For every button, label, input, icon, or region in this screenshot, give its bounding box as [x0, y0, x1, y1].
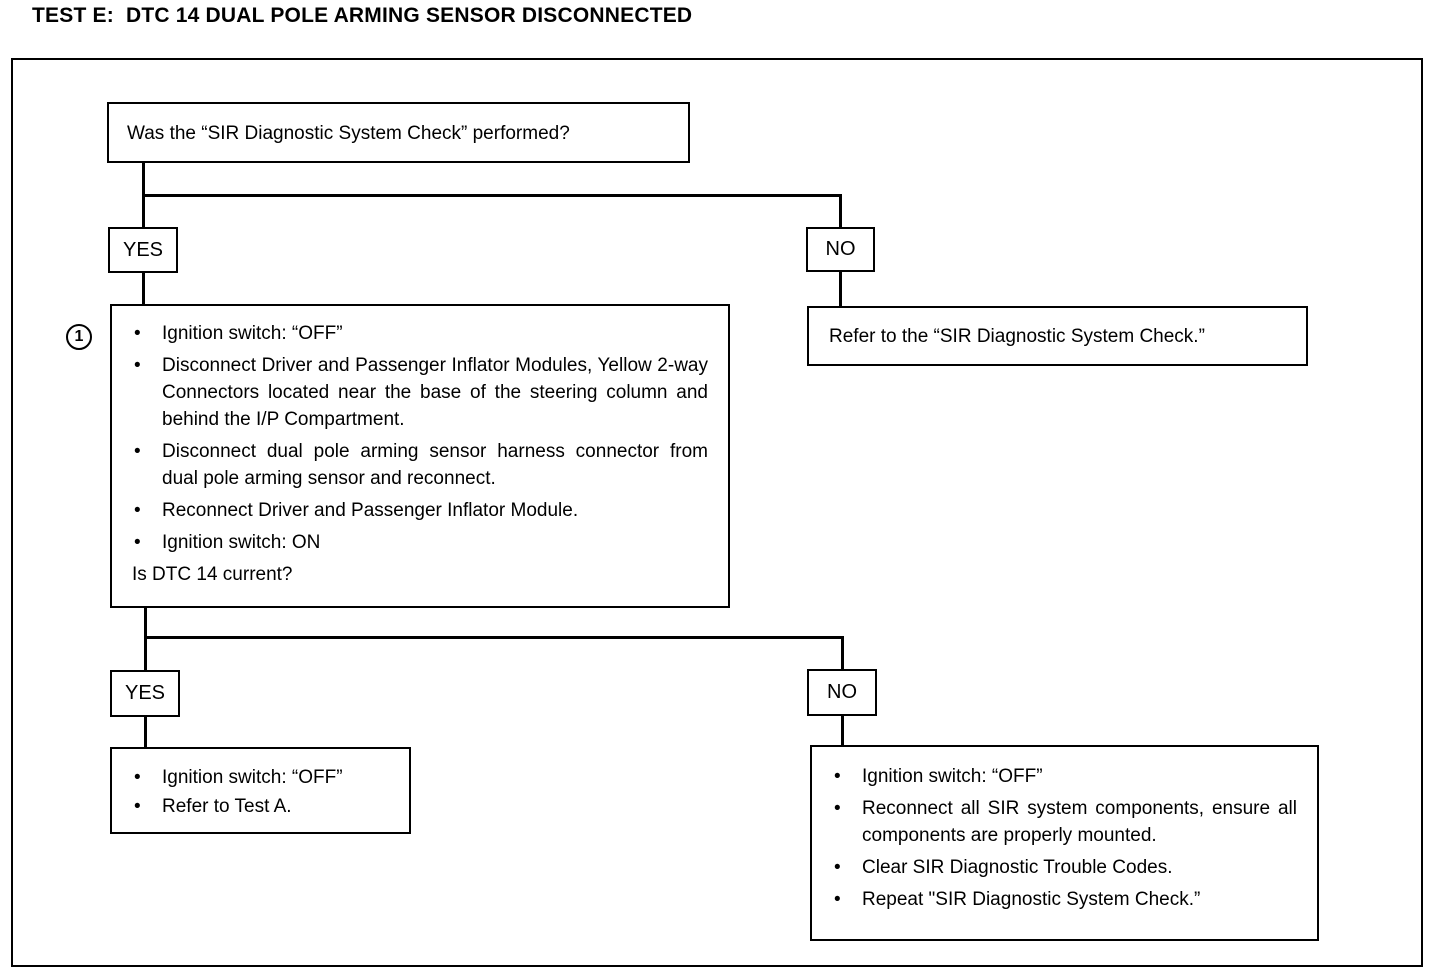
list-item: Clear SIR Diagnostic Trouble Codes.: [832, 854, 1297, 881]
step-1-box: Ignition switch: “OFF” Disconnect Driver…: [110, 304, 730, 608]
no-result-box: Ignition switch: “OFF” Reconnect all SIR…: [810, 745, 1319, 941]
step-1-list: Ignition switch: “OFF” Disconnect Driver…: [132, 320, 708, 556]
yes-label-1: YES: [108, 227, 178, 273]
list-item: Refer to Test A.: [132, 792, 389, 821]
no-label-1: NO: [806, 227, 875, 272]
list-item: Reconnect Driver and Passenger Inflator …: [132, 497, 708, 524]
list-item: Repeat "SIR Diagnostic System Check.”: [832, 886, 1297, 913]
no-label-2: NO: [807, 669, 877, 716]
yes-label-2: YES: [110, 670, 180, 717]
connector-line: [841, 716, 844, 747]
list-item: Ignition switch: “OFF”: [132, 320, 708, 347]
connector-line: [144, 717, 147, 749]
refer-system-check-box: Refer to the “SIR Diagnostic System Chec…: [807, 306, 1308, 366]
connector-line: [841, 636, 844, 672]
connector-line: [839, 272, 842, 308]
yes-result-box: Ignition switch: “OFF” Refer to Test A.: [110, 747, 411, 834]
connector-line: [144, 608, 147, 672]
connector-line: [142, 273, 145, 306]
list-item: Ignition switch: “OFF”: [132, 763, 389, 792]
connector-line: [144, 636, 844, 639]
yes-result-list: Ignition switch: “OFF” Refer to Test A.: [132, 763, 389, 821]
list-item: Reconnect all SIR system components, ens…: [832, 795, 1297, 849]
question-text: Was the “SIR Diagnostic System Check” pe…: [127, 123, 570, 144]
step-number-marker: 1: [66, 324, 92, 350]
no-result-list: Ignition switch: “OFF” Reconnect all SIR…: [832, 763, 1297, 913]
list-item: Disconnect Driver and Passenger Inflator…: [132, 352, 708, 433]
step-1-question: Is DTC 14 current?: [132, 564, 293, 585]
refer-text: Refer to the “SIR Diagnostic System Chec…: [829, 326, 1205, 347]
diagram-frame: [11, 58, 1423, 967]
page-title: TEST E: DTC 14 DUAL POLE ARMING SENSOR D…: [32, 4, 693, 27]
connector-line: [839, 194, 842, 229]
list-item: Disconnect dual pole arming sensor harne…: [132, 438, 708, 492]
question-box-system-check: Was the “SIR Diagnostic System Check” pe…: [107, 102, 690, 163]
list-item: Ignition switch: ON: [132, 529, 708, 556]
connector-line: [142, 194, 842, 197]
list-item: Ignition switch: “OFF”: [832, 763, 1297, 790]
